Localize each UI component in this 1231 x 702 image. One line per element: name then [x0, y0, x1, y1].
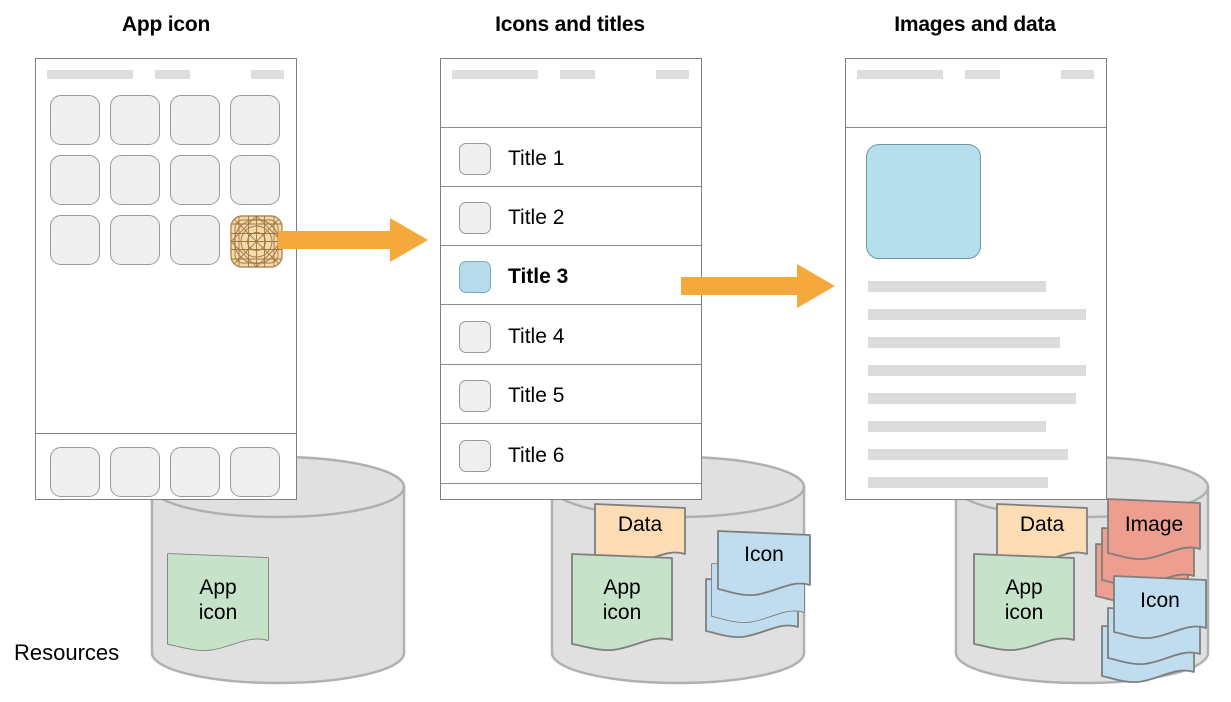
list-item-label: Title 1 [508, 147, 565, 170]
status-bar [441, 59, 701, 89]
app-tile[interactable] [230, 155, 280, 205]
list-item-label: Title 6 [508, 444, 565, 467]
text-placeholder-line [868, 337, 1060, 348]
status-chip-2 [155, 70, 190, 79]
phone-frame-images-and-data [845, 58, 1107, 500]
text-placeholder-line [868, 281, 1046, 292]
app-tile[interactable] [50, 95, 100, 145]
resource-card-app-icon [571, 553, 673, 652]
app-tile[interactable] [110, 95, 160, 145]
status-chip-1 [47, 70, 133, 79]
status-chip-2 [965, 70, 1000, 79]
resource-card-icon-sheet-1 [717, 530, 811, 597]
app-tile[interactable] [50, 215, 100, 265]
list-item-label: Title 5 [508, 384, 565, 407]
app-tile[interactable] [110, 155, 160, 205]
status-chip-2 [560, 70, 595, 79]
app-tile[interactable] [170, 215, 220, 265]
dock-tile[interactable] [50, 447, 100, 497]
list-item-label: Title 2 [508, 206, 565, 229]
dock-tile[interactable] [110, 447, 160, 497]
resource-card-image-sheet-1 [1107, 498, 1201, 561]
text-placeholder-line [868, 393, 1076, 404]
app-tile[interactable] [170, 95, 220, 145]
list-item-thumbnail [459, 321, 491, 353]
status-chip-3 [656, 70, 689, 79]
dock-tile[interactable] [230, 447, 280, 497]
status-chip-1 [452, 70, 538, 79]
resource-card-app-icon [167, 553, 269, 652]
list-separator [441, 186, 701, 187]
app-tile[interactable] [230, 95, 280, 145]
column-title-images-and-data: Images and data [894, 13, 1056, 36]
list-separator [441, 483, 701, 484]
hero-image [866, 144, 981, 259]
dock-divider [36, 433, 296, 434]
column-title-app-icon: App icon [121, 13, 211, 36]
app-tile[interactable] [50, 155, 100, 205]
list-item-thumbnail [459, 261, 491, 293]
status-bar [36, 59, 296, 89]
phone-frame-app-icon [35, 58, 297, 500]
list-separator [441, 304, 701, 305]
status-chip-3 [1061, 70, 1094, 79]
status-chip-3 [251, 70, 284, 79]
text-placeholder-line [868, 421, 1046, 432]
resource-card-icon-sheet-1 [1113, 575, 1207, 640]
text-placeholder-line [868, 309, 1086, 320]
dock-tile[interactable] [170, 447, 220, 497]
text-placeholder-line [868, 365, 1086, 376]
app-tile[interactable] [170, 155, 220, 205]
phone-frame-icons-and-titles: Title 1 Title 2 Title 3 Title 4 Title 5 [440, 58, 702, 500]
list-separator [441, 364, 701, 365]
resource-card-app-icon [973, 553, 1075, 652]
flow-arrow-2-icon [681, 264, 835, 308]
list-item-thumbnail [459, 143, 491, 175]
app-icon-template-icon[interactable] [229, 214, 284, 269]
text-placeholder-line [868, 449, 1068, 460]
list-item-label: Title 3 [508, 265, 569, 288]
list-item-thumbnail [459, 440, 491, 472]
list-item-label: Title 4 [508, 325, 565, 348]
list-item-thumbnail [459, 202, 491, 234]
text-placeholder-line [868, 477, 1048, 488]
flow-arrow-1-icon [278, 218, 428, 262]
resources-label: Resources [14, 640, 120, 665]
header-separator [846, 127, 1106, 128]
list-separator [441, 127, 701, 128]
list-separator [441, 245, 701, 246]
app-tile[interactable] [110, 215, 160, 265]
column-title-icons-and-titles: Icons and titles [495, 13, 645, 36]
status-bar [846, 59, 1106, 89]
list-separator [441, 423, 701, 424]
status-chip-1 [857, 70, 943, 79]
list-item-thumbnail [459, 380, 491, 412]
